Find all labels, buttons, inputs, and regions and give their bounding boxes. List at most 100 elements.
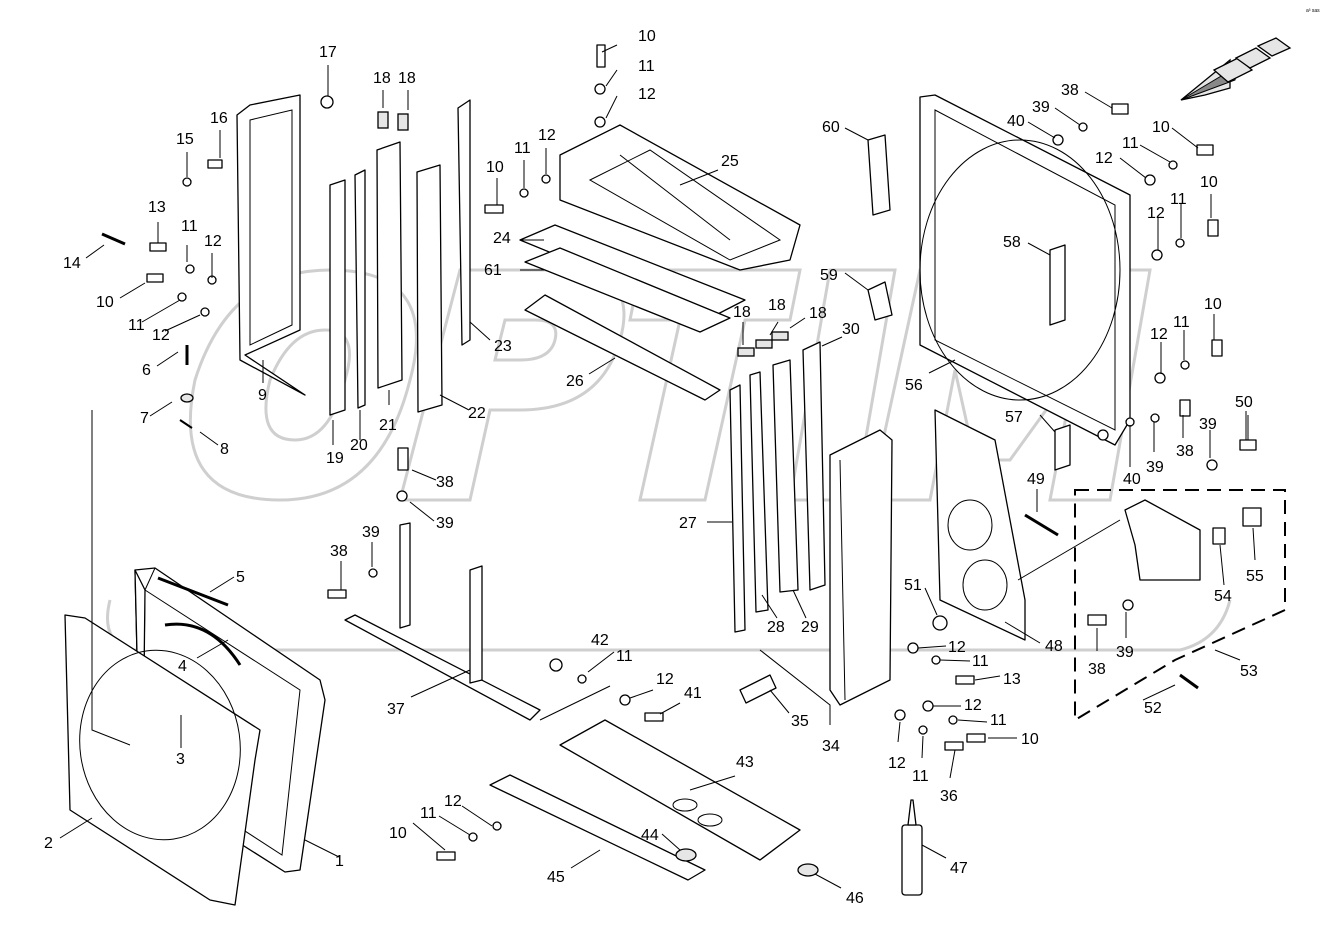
corner-mark: a³ sas bbox=[1306, 8, 1320, 14]
callout-6: 6 bbox=[142, 362, 151, 379]
callout-11: 11 bbox=[1122, 135, 1139, 152]
direction-arrow-icon bbox=[1180, 37, 1292, 101]
callout-12: 12 bbox=[948, 639, 966, 656]
callout-1: 1 bbox=[335, 853, 344, 870]
part-29-strip bbox=[772, 359, 799, 593]
callout-12: 12 bbox=[1095, 150, 1113, 167]
callout-11: 11 bbox=[1173, 314, 1190, 331]
callout-12: 12 bbox=[964, 697, 982, 714]
callout-15: 15 bbox=[176, 131, 194, 148]
part-55-grommet bbox=[1242, 507, 1262, 527]
callout-10: 10 bbox=[389, 825, 407, 842]
callout-20: 20 bbox=[350, 437, 368, 454]
part-54-clip bbox=[1212, 527, 1226, 545]
callout-30: 30 bbox=[842, 321, 860, 338]
callout-21: 21 bbox=[379, 417, 397, 434]
part-60-bracket bbox=[867, 134, 891, 216]
callout-39: 39 bbox=[1032, 99, 1050, 116]
callout-11: 11 bbox=[616, 648, 633, 665]
part-28-strip bbox=[749, 371, 769, 613]
callout-39: 39 bbox=[1199, 416, 1217, 433]
callout-60: 60 bbox=[822, 119, 840, 136]
callout-11: 11 bbox=[638, 58, 655, 75]
part-61-seal bbox=[524, 247, 731, 333]
callout-18: 18 bbox=[373, 70, 391, 87]
callout-39: 39 bbox=[1146, 459, 1164, 476]
part-45-seal bbox=[489, 774, 706, 881]
callout-11: 11 bbox=[420, 805, 437, 822]
callout-41: 41 bbox=[684, 685, 702, 702]
part-37-base-frame bbox=[344, 522, 541, 721]
callout-4: 4 bbox=[178, 658, 187, 675]
callout-36: 36 bbox=[940, 788, 958, 805]
callout-40: 40 bbox=[1007, 113, 1025, 130]
callout-11: 11 bbox=[128, 317, 145, 334]
callout-25: 25 bbox=[721, 153, 739, 170]
part-43-bottom-plate bbox=[559, 719, 801, 861]
part-59-bracket bbox=[867, 281, 893, 321]
part-26-seal bbox=[524, 294, 721, 401]
callout-56: 56 bbox=[905, 377, 923, 394]
callout-16: 16 bbox=[210, 110, 228, 127]
callout-11: 11 bbox=[1170, 191, 1187, 208]
callout-48: 48 bbox=[1045, 638, 1063, 655]
part-25-top-frame bbox=[559, 124, 801, 271]
callout-38: 38 bbox=[1061, 82, 1079, 99]
callout-23: 23 bbox=[494, 338, 512, 355]
callout-7: 7 bbox=[140, 410, 149, 427]
callout-45: 45 bbox=[547, 869, 565, 886]
part-49-rod bbox=[1024, 513, 1059, 537]
part-47-sealant-cartridge bbox=[901, 799, 923, 896]
callout-10: 10 bbox=[96, 294, 114, 311]
part-34-column bbox=[829, 429, 893, 706]
part-46-grommet bbox=[797, 863, 819, 877]
callout-55: 55 bbox=[1246, 568, 1264, 585]
part-53-bracket bbox=[1124, 499, 1201, 581]
callout-18: 18 bbox=[768, 297, 786, 314]
part-44-grommet bbox=[675, 848, 697, 862]
callout-39: 39 bbox=[436, 515, 454, 532]
callout-43: 43 bbox=[736, 754, 754, 771]
callout-9: 9 bbox=[258, 387, 267, 404]
callout-2: 2 bbox=[44, 835, 53, 852]
part-19-strip bbox=[329, 179, 346, 416]
callout-38: 38 bbox=[1176, 443, 1194, 460]
callout-19: 19 bbox=[326, 450, 344, 467]
part-23-strip bbox=[457, 99, 471, 346]
callout-10: 10 bbox=[1200, 174, 1218, 191]
callout-11: 11 bbox=[181, 218, 198, 235]
callout-57: 57 bbox=[1005, 409, 1023, 426]
part-20-strip bbox=[354, 169, 366, 409]
part-18-block-b bbox=[397, 113, 409, 131]
callout-18: 18 bbox=[398, 70, 416, 87]
callout-13: 13 bbox=[1003, 671, 1021, 688]
part-22-strip bbox=[416, 164, 443, 413]
callout-17: 17 bbox=[319, 44, 337, 61]
callout-12: 12 bbox=[444, 793, 462, 810]
callout-49: 49 bbox=[1027, 471, 1045, 488]
part-57-bracket bbox=[1054, 424, 1071, 471]
callout-11: 11 bbox=[972, 653, 989, 670]
callout-39: 39 bbox=[362, 524, 380, 541]
callout-50: 50 bbox=[1235, 394, 1253, 411]
callout-24: 24 bbox=[493, 230, 511, 247]
part-48-side-panel bbox=[934, 409, 1026, 641]
callout-12: 12 bbox=[638, 86, 656, 103]
callout-3: 3 bbox=[176, 751, 185, 768]
callout-61: 61 bbox=[484, 262, 502, 279]
part-30-strip bbox=[802, 341, 826, 591]
callout-22: 22 bbox=[468, 405, 486, 422]
callout-12: 12 bbox=[656, 671, 674, 688]
callout-42: 42 bbox=[591, 632, 609, 649]
callout-52: 52 bbox=[1144, 700, 1162, 717]
callout-10: 10 bbox=[1152, 119, 1170, 136]
callout-10: 10 bbox=[1021, 731, 1039, 748]
part-9-side-panel bbox=[236, 94, 306, 396]
callout-10: 10 bbox=[486, 159, 504, 176]
callout-12: 12 bbox=[888, 755, 906, 772]
callout-35: 35 bbox=[791, 713, 809, 730]
callout-54: 54 bbox=[1214, 588, 1232, 605]
part-52-strip bbox=[1179, 673, 1199, 690]
callout-29: 29 bbox=[801, 619, 819, 636]
